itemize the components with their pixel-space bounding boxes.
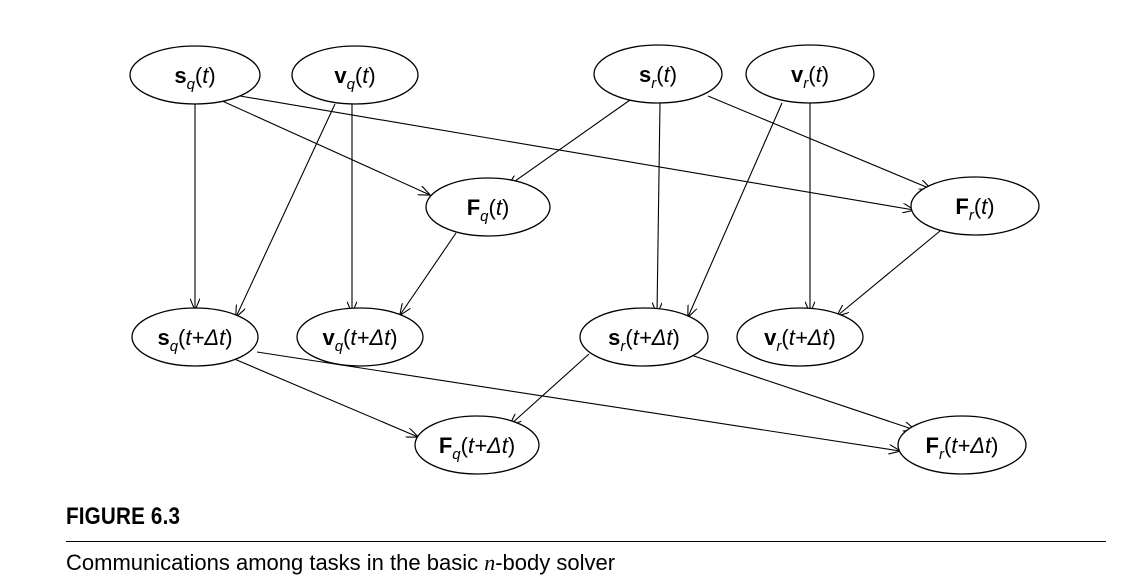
node-label: vr(t) bbox=[791, 62, 829, 92]
node-label: vq(t) bbox=[334, 63, 375, 93]
node-label: sr(t) bbox=[639, 62, 677, 92]
node-ellipse bbox=[129, 45, 261, 105]
node-ellipse bbox=[593, 44, 723, 104]
node-ellipse bbox=[579, 307, 709, 367]
node-Fq_t: Fq(t) bbox=[425, 177, 551, 237]
node-sq_t: sq(t) bbox=[129, 45, 261, 105]
node-ellipse bbox=[291, 45, 419, 105]
node-Fr_tdt: Fr(t+Δt) bbox=[897, 415, 1027, 475]
node-ellipse bbox=[296, 307, 424, 367]
edge-sr_t-to-Fr_t bbox=[707, 95, 931, 189]
edge-Fr_t-to-vr_tdt bbox=[837, 230, 941, 316]
edge-Fq_t-to-vq_tdt bbox=[400, 232, 457, 315]
caption-divider bbox=[66, 541, 1106, 542]
node-label: sq(t) bbox=[174, 63, 215, 93]
figure-caption: Communications among tasks in the basic … bbox=[66, 550, 615, 576]
node-label: Fq(t+Δt) bbox=[439, 433, 515, 463]
node-Fr_t: Fr(t) bbox=[910, 176, 1040, 236]
figure-title: FIGURE 6.3 bbox=[66, 503, 181, 530]
node-vr_tdt: vr(t+Δt) bbox=[736, 307, 864, 367]
node-ellipse bbox=[897, 415, 1027, 475]
caption-variable: n bbox=[484, 550, 496, 575]
node-label: sr(t+Δt) bbox=[608, 325, 680, 355]
node-label: sq(t+Δt) bbox=[157, 325, 232, 355]
edge-sr_tdt-to-Fr_tdt bbox=[687, 353, 915, 430]
node-label: Fq(t) bbox=[467, 195, 510, 225]
caption-text-end: -body solver bbox=[495, 550, 616, 575]
node-ellipse bbox=[910, 176, 1040, 236]
node-sq_tdt: sq(t+Δt) bbox=[131, 307, 259, 367]
caption-text-start: Communications among tasks in the basic bbox=[66, 550, 485, 575]
node-ellipse bbox=[414, 415, 540, 475]
node-ellipse bbox=[745, 44, 875, 104]
node-label: Fr(t) bbox=[955, 194, 994, 224]
edges bbox=[195, 95, 941, 451]
edge-sr_t-to-Fq_t bbox=[508, 99, 631, 186]
edge-sq_tdt-to-Fr_tdt bbox=[256, 351, 900, 451]
node-sr_tdt: sr(t+Δt) bbox=[579, 307, 709, 367]
edge-sq_tdt-to-Fq_tdt bbox=[231, 357, 418, 437]
edge-sq_t-to-Fr_t bbox=[239, 95, 914, 210]
node-ellipse bbox=[736, 307, 864, 367]
node-sr_t: sr(t) bbox=[593, 44, 723, 104]
node-vq_tdt: vq(t+Δt) bbox=[296, 307, 424, 367]
node-ellipse bbox=[425, 177, 551, 237]
node-vr_t: vr(t) bbox=[745, 44, 875, 104]
edge-sq_t-to-Fq_t bbox=[219, 99, 430, 195]
node-label: vr(t+Δt) bbox=[764, 325, 836, 355]
node-label: Fr(t+Δt) bbox=[926, 433, 999, 463]
node-vq_t: vq(t) bbox=[291, 45, 419, 105]
node-Fq_tdt: Fq(t+Δt) bbox=[414, 415, 540, 475]
nodes: sq(t) vq(t) sr(t) vr(t) Fq(t) Fr(t) sq(t+Δt) vq… bbox=[129, 44, 1040, 475]
task-graph: sq(t) vq(t) sr(t) vr(t) Fq(t) Fr(t) sq(t+Δt) vq… bbox=[129, 44, 1040, 475]
edge-sr_tdt-to-Fq_tdt bbox=[510, 353, 590, 425]
edge-sr_t-to-sr_tdt bbox=[657, 102, 660, 314]
node-label: vq(t+Δt) bbox=[322, 325, 397, 355]
edge-vq_t-to-sq_tdt bbox=[236, 103, 336, 317]
edge-vr_t-to-sr_tdt bbox=[688, 102, 783, 317]
node-ellipse bbox=[131, 307, 259, 367]
